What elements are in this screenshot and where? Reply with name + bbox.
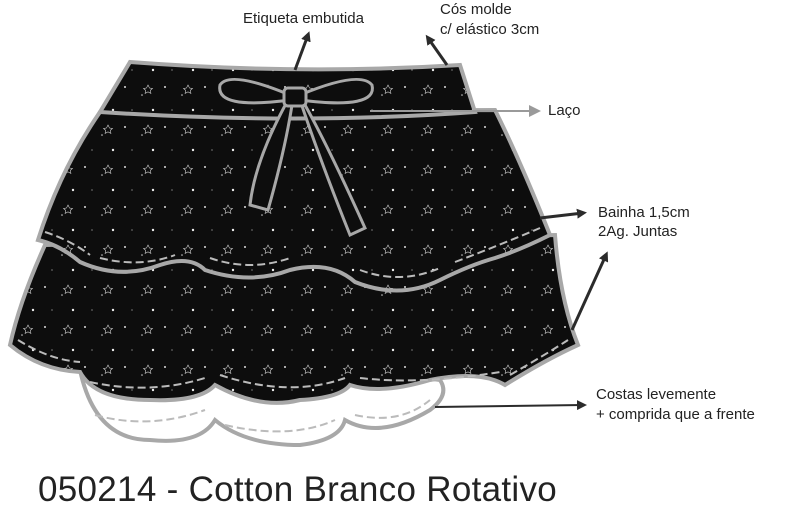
- bainha-arrow: [539, 208, 587, 220]
- label-bainha-2: 2Ag. Juntas: [598, 223, 678, 240]
- product-title: 050214 - Cotton Branco Rotativo: [38, 470, 558, 509]
- etiqueta-arrow: [293, 31, 311, 71]
- bainha-arrow-2: [570, 251, 609, 331]
- label-cos-1: Cós molde: [440, 1, 512, 18]
- label-etiqueta: Etiqueta embutida: [243, 10, 364, 27]
- cos-arrow: [425, 34, 449, 66]
- label-laco: Laço: [548, 102, 581, 119]
- bow: [218, 77, 374, 238]
- upper-tier: [35, 107, 553, 293]
- label-bainha-1: Bainha 1,5cm: [598, 204, 690, 221]
- label-costas-2: + comprida que a frente: [596, 406, 755, 423]
- costas-arrow: [434, 400, 587, 411]
- label-costas-1: Costas levemente: [596, 386, 717, 403]
- label-cos-2: c/ elástico 3cm: [440, 21, 540, 38]
